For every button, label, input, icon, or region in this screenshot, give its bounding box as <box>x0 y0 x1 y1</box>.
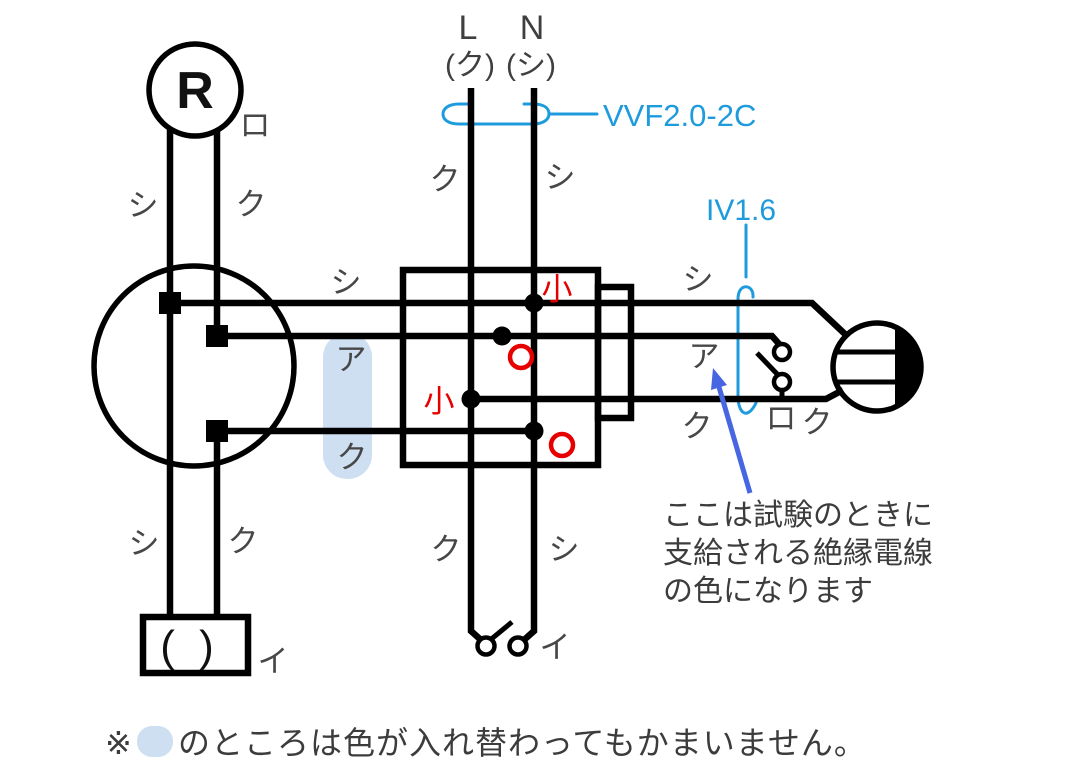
source-l-color-hint: (ク) <box>445 49 495 82</box>
callout-line2: 支給される絶縁電線 <box>663 537 933 570</box>
vvf-cable-label: VVF2.0-2C <box>603 98 756 133</box>
sleeve-maru-mark-bottom <box>548 431 576 459</box>
source-l-wire-color: ク <box>430 162 461 197</box>
source-n-color-hint: (シ) <box>506 49 556 82</box>
lamp-receptacle-letter: R <box>176 62 214 120</box>
junction-a-label: ア <box>336 342 367 377</box>
callout-arrow-head <box>711 368 727 390</box>
bottom-switch-contact-right <box>507 635 529 657</box>
source-n-wire-color: シ <box>545 160 576 195</box>
bottom-switch-circuit-label: イ <box>540 630 571 665</box>
terminal-block-label: ( ) <box>160 622 220 671</box>
receptacle-circuit-label: ロ <box>240 108 271 143</box>
bottom-switch-contact-left <box>475 635 497 657</box>
sleeve-small-mark-top: 小 <box>542 272 573 307</box>
junction-shi-label: シ <box>331 265 362 300</box>
right-shi-label: シ <box>683 262 714 297</box>
left-ku-label: ク <box>228 524 259 559</box>
bottom-ku-label: ク <box>431 532 462 567</box>
callout-line1: ここは試験のときに <box>663 499 933 532</box>
outlet-terminal-square-bottom <box>206 420 228 442</box>
lamp-receptacle-symbol <box>146 41 244 139</box>
terminal-block-box <box>139 613 252 677</box>
source-n-label: N <box>520 9 545 47</box>
junction-box-side-port <box>594 283 635 422</box>
terminal-block-circuit-label: イ <box>258 644 289 679</box>
source-l-label: L <box>459 9 478 47</box>
outlet-device-circle <box>91 263 297 469</box>
splice-dot-shi-bottom <box>524 421 544 441</box>
iv-span-bracket <box>736 285 758 415</box>
iv-cable-label: IV1.6 <box>706 194 776 227</box>
receptacle-shi-label: シ <box>128 188 159 223</box>
ceiling-lamp-filled-segment <box>895 327 921 407</box>
callout-line3: の色になります <box>663 575 873 608</box>
outlet-terminal-square-top <box>159 292 181 314</box>
right-switch-wire-label: ク <box>802 405 833 440</box>
splice-dot-shi-top <box>524 293 544 313</box>
right-switch-blade <box>755 351 782 379</box>
footnote-highlight-swatch <box>137 726 173 757</box>
right-switch-contact-bottom <box>771 371 793 393</box>
sleeve-maru-mark-top <box>507 343 535 371</box>
right-switch-contact-top <box>771 341 793 363</box>
footnote-text: のところは色が入れ替わってもかまいません。 <box>178 725 867 761</box>
outlet-terminal-square-mid <box>206 325 228 347</box>
left-shi-label: シ <box>129 526 160 561</box>
color-swap-highlight-pill <box>323 333 372 479</box>
splice-dot-ku <box>461 389 481 409</box>
receptacle-ku-label: ク <box>236 187 267 222</box>
bottom-shi-label: シ <box>549 532 580 567</box>
ku-wire-to-lamp <box>471 387 845 403</box>
junction-ku-label: ク <box>337 440 368 475</box>
ceiling-lamp-circle <box>830 320 924 414</box>
right-a-label: ア <box>689 339 720 374</box>
sleeve-small-mark-mid: 小 <box>424 384 455 419</box>
vvf-cable-clip <box>441 102 551 126</box>
splice-dot-a <box>492 326 512 346</box>
ceiling-lamp-blades <box>836 349 895 385</box>
callout-arrow-line <box>716 386 753 494</box>
right-ku-label: ク <box>682 409 713 444</box>
footnote-mark: ※ <box>105 725 133 761</box>
source-l-wire <box>467 88 484 643</box>
shi-wire-to-lamp <box>168 299 849 338</box>
right-switch-circuit-label: ロ <box>766 401 797 436</box>
